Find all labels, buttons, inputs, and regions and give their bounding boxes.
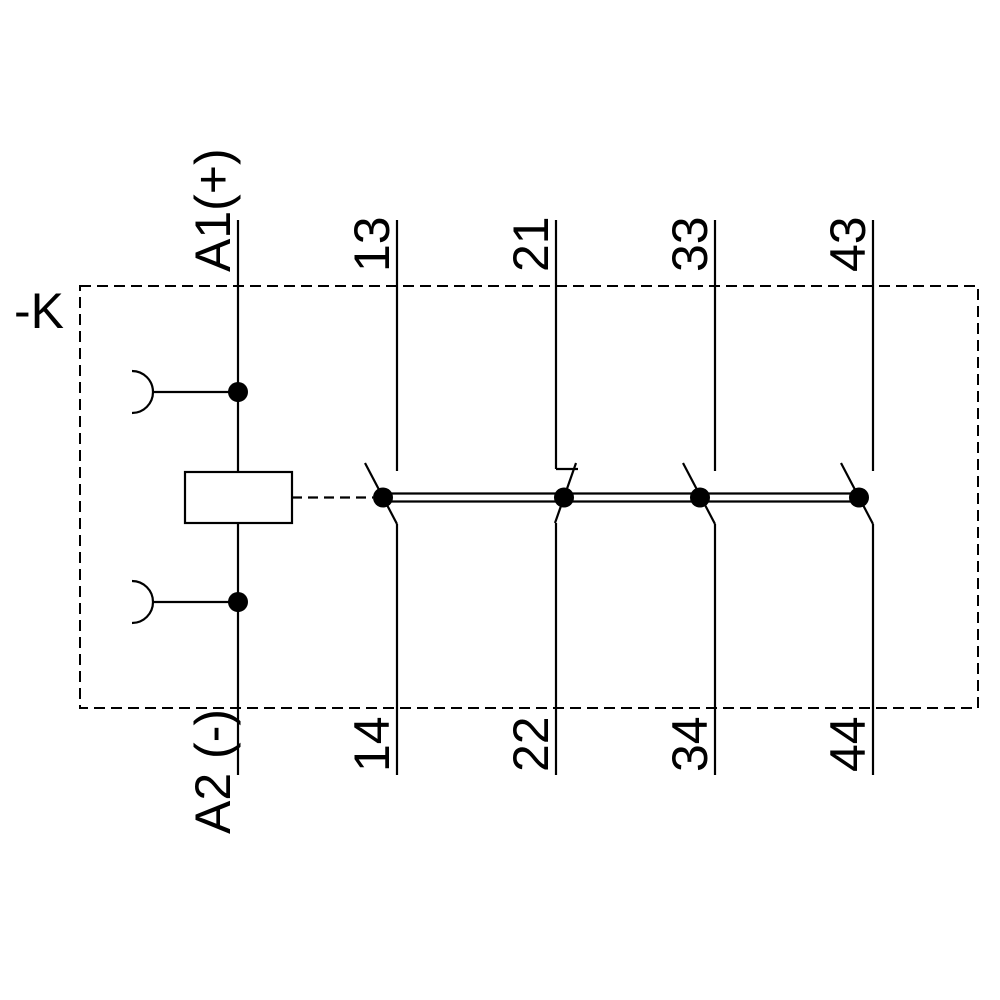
- contact-33-34: 33 34: [662, 216, 718, 775]
- junction-dot: [554, 487, 574, 508]
- contact-13-14: 13 14: [344, 216, 400, 775]
- contact-43-44: 43 44: [820, 216, 876, 775]
- coil-top-terminal-label: A1(+): [185, 148, 241, 272]
- actuator-linkage: [292, 492, 859, 503]
- device-designation-label: -K: [14, 283, 64, 339]
- contact-bottom-terminal-label: 22: [503, 716, 559, 772]
- device-boundary-box: [79, 285, 979, 709]
- junction-dot: [849, 487, 869, 508]
- coil-bottom-terminal-label: A2 (-): [185, 709, 241, 834]
- contact-bottom-terminal-label: 44: [820, 716, 876, 772]
- junction-dot: [228, 592, 248, 612]
- coil-circuit: A1(+) A2 (-): [131, 148, 294, 834]
- coil-symbol: [183, 470, 294, 525]
- junction-dot: [373, 487, 393, 508]
- plug-connector-arc-icon: [131, 579, 155, 625]
- junction-dot: [690, 487, 710, 508]
- contact-top-terminal-label: 13: [344, 216, 400, 272]
- contact-21-22: 21 22: [503, 216, 578, 775]
- contact-top-terminal-label: 43: [820, 216, 876, 272]
- contact-bottom-terminal-label: 34: [662, 716, 718, 772]
- contact-top-terminal-label: 33: [662, 216, 718, 272]
- contact-top-terminal-label: 21: [503, 216, 559, 272]
- junction-dot: [228, 382, 248, 402]
- plug-connector-arc-icon: [131, 369, 155, 415]
- contact-bottom-terminal-label: 14: [344, 716, 400, 772]
